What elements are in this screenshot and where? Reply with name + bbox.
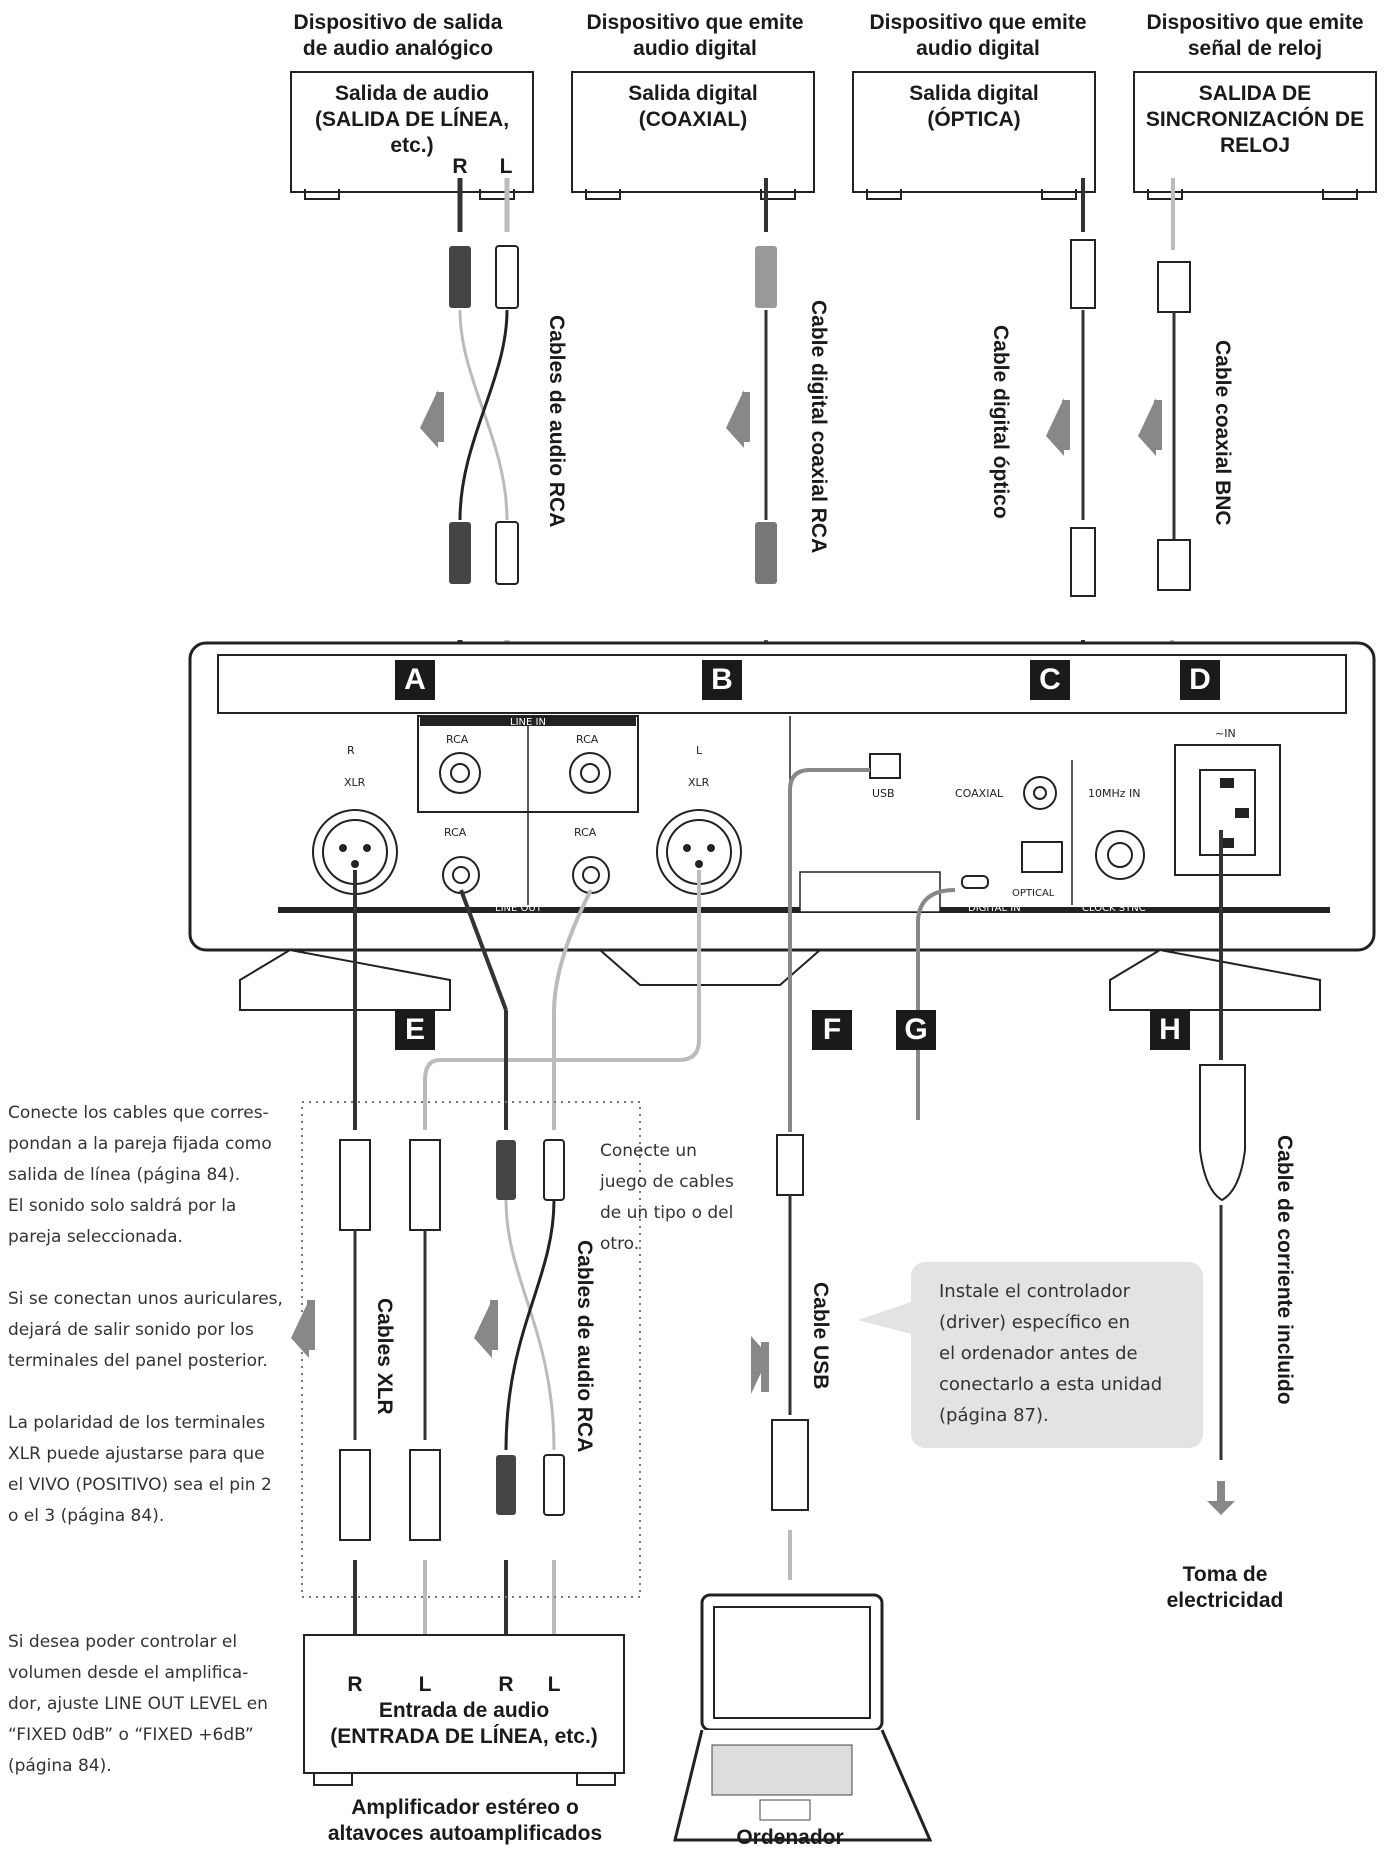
note-headphones: Si se conectan unos auriculares, dejará … xyxy=(8,1289,283,1371)
badge-b: B xyxy=(702,660,742,700)
badge-f: F xyxy=(812,1010,852,1050)
optical-cable-label: Cable digital óptico xyxy=(989,325,1012,519)
line-out-label: LINE OUT xyxy=(495,903,543,914)
xlr-cable-label: Cables XLR xyxy=(373,1298,396,1415)
rca-cable-label-top: Cables de audio RCA xyxy=(545,315,568,528)
xlr-l-label: XLR xyxy=(688,776,710,789)
line-in-rca-l: RCA xyxy=(576,733,599,746)
optical-output-device: Salida digital (ÓPTICA) xyxy=(852,71,1096,193)
line-out-rca-r: RCA xyxy=(444,826,467,839)
driver-callout-text: Instale el controlador (driver) específi… xyxy=(939,1281,1163,1426)
line-out-rca-l: RCA xyxy=(574,826,597,839)
laptop-icon xyxy=(673,1593,933,1842)
caption-coaxial-device: Dispositivo que emite audio digital xyxy=(586,11,804,60)
down-arrows-top xyxy=(420,390,1162,456)
xlr-l-mark: L xyxy=(696,744,703,757)
badge-c: C xyxy=(1030,660,1070,700)
amp-r1: R xyxy=(347,1673,363,1696)
caption-analog-device: Dispositivo de salida de audio analógico xyxy=(293,11,503,60)
coaxial-port-label: COAXIAL xyxy=(955,787,1004,800)
analog-output-label: Salida de audio (SALIDA DE LÍNEA, etc.) xyxy=(314,82,510,157)
amp-caption: Amplificador estéreo o altavoces autoamp… xyxy=(327,1796,603,1845)
top-l-label: L xyxy=(499,155,513,178)
analog-output-device: Salida de audio (SALIDA DE LÍNEA, etc.) xyxy=(290,71,534,193)
up-arrow-usb xyxy=(751,1336,769,1394)
optical-port-label: OPTICAL xyxy=(1012,888,1055,899)
note-xlr-polarity: La polaridad de los terminales XLR puede… xyxy=(8,1413,272,1526)
caption-optical-device: Dispositivo que emite audio digital xyxy=(869,11,1087,60)
coaxial-output-label: Salida digital (COAXIAL) xyxy=(628,82,758,131)
amp-l1: L xyxy=(418,1673,432,1696)
ac-in-label: ~IN xyxy=(1215,727,1236,740)
clock-sync-label: CLOCK SYNC xyxy=(1082,903,1146,914)
amp-l2: L xyxy=(547,1673,561,1696)
line-in-rca-r: RCA xyxy=(446,733,469,746)
rca-cable-label-bottom: Cables de audio RCA xyxy=(573,1240,596,1453)
line-in-label: LINE IN xyxy=(510,717,546,728)
clock-output-label: SALIDA DE SINCRONIZACIÓN DE RELOJ xyxy=(1145,82,1365,157)
xlr-r-label: XLR xyxy=(344,776,366,789)
callout-pointer xyxy=(858,1302,911,1334)
xlr-r-mark: R xyxy=(347,744,355,757)
amplifier-box xyxy=(303,1634,625,1786)
badge-d: D xyxy=(1180,660,1220,700)
lower-cables xyxy=(301,768,1246,1650)
note-volume: Si desea poder controlar el volumen desd… xyxy=(8,1632,268,1776)
optical-output-label: Salida digital (ÓPTICA) xyxy=(909,82,1039,131)
badge-a: A xyxy=(395,660,435,700)
top-r-label: R xyxy=(452,155,468,178)
rear-panel: LINE IN RCA RCA R XLR L XLR RCA R xyxy=(188,641,1376,1011)
computer-caption: Ordenador xyxy=(736,1826,844,1849)
badge-h: H xyxy=(1150,1010,1190,1050)
badge-g: G xyxy=(896,1010,936,1050)
coax-cable-label: Cable digital coaxial RCA xyxy=(807,300,830,554)
amp-r2: R xyxy=(498,1673,514,1696)
power-cable-label: Cable de corriente incluido xyxy=(1273,1135,1296,1405)
clock-output-device: SALIDA DE SINCRONIZACIÓN DE RELOJ xyxy=(1133,71,1377,193)
driver-callout: Instale el controlador (driver) específi… xyxy=(911,1262,1203,1448)
usb-cable-label: Cable USB xyxy=(809,1282,832,1390)
note-line-output: Conecte los cables que corres- pondan a … xyxy=(8,1103,272,1247)
coaxial-output-device: Salida digital (COAXIAL) xyxy=(571,71,815,193)
bnc-cable-label: Cable coaxial BNC xyxy=(1211,340,1234,526)
usb-port-label: USB xyxy=(872,787,895,800)
note-one-type: Conecte un juego de cables de un tipo o … xyxy=(600,1141,734,1254)
digital-in-label: DIGITAL IN xyxy=(968,903,1021,914)
caption-clock-device: Dispositivo que emite señal de reloj xyxy=(1146,11,1364,60)
amp-input-label: Entrada de audio (ENTRADA DE LÍNEA, etc.… xyxy=(330,1699,598,1748)
clock-port-label: 10MHz IN xyxy=(1088,787,1141,800)
outlet-caption: Toma de electricidad xyxy=(1166,1563,1284,1612)
badge-e: E xyxy=(395,1010,435,1050)
down-arrows-bottom xyxy=(291,1300,1235,1515)
